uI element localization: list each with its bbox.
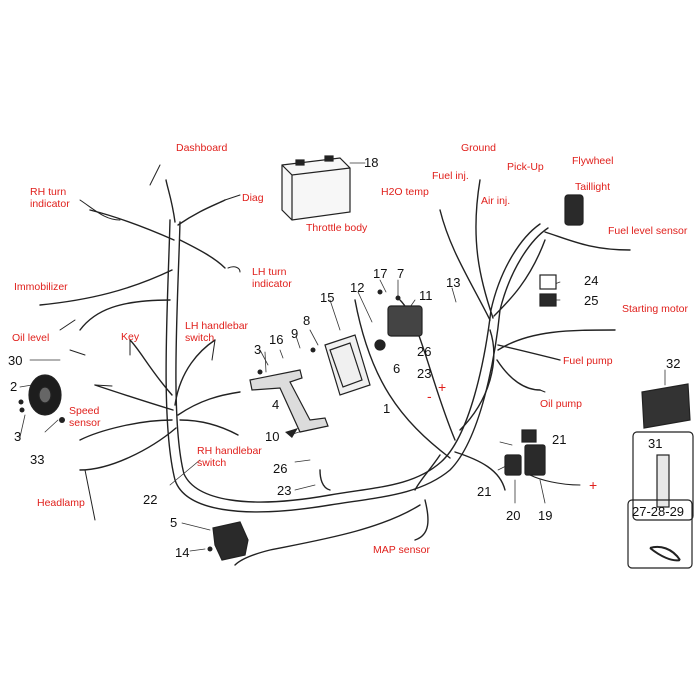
switch-part [212, 521, 249, 561]
label-h2o-temp: H2O temp [381, 186, 429, 198]
relay-24-25 [539, 274, 557, 307]
label-map-sensor: MAP sensor [373, 544, 430, 556]
part-number-21-left: 21 [477, 484, 492, 499]
part-number-3-left: 3 [14, 429, 22, 444]
label-rh-handlebar-switch: RH handlebar switch [197, 445, 262, 469]
relay-parts [504, 429, 546, 476]
label-taillight: Taillight [575, 181, 611, 193]
part-number-20: 20 [506, 508, 521, 523]
part-number-26-right: 26 [417, 344, 432, 359]
label-lh-turn-indicator: LH turn indicator [252, 266, 292, 290]
label-fuel-inj: Fuel inj. [432, 170, 469, 182]
taillight-connector [564, 194, 584, 226]
leader-lines [19, 162, 666, 552]
label-fuel-pump: Fuel pump [563, 355, 613, 367]
label-plus-relay: + [589, 477, 598, 493]
horn-part [28, 374, 62, 416]
part-number-7: 7 [397, 266, 405, 281]
part-number-22: 22 [143, 492, 158, 507]
label-throttle-body: Throttle body [306, 222, 368, 234]
part-number-2: 2 [10, 379, 18, 394]
part-number-16: 16 [269, 332, 284, 347]
label-minus: - [427, 388, 432, 404]
part-number-1: 1 [383, 401, 391, 416]
part-number-19: 19 [538, 508, 553, 523]
inset-boxes [627, 383, 694, 569]
label-immobilizer: Immobilizer [14, 281, 68, 293]
part-number-23-left: 23 [277, 483, 292, 498]
part-number-15: 15 [320, 290, 335, 305]
part-number-23-right: 23 [417, 366, 432, 381]
part-number-33: 33 [30, 452, 45, 467]
part-number-3-top: 3 [254, 342, 262, 357]
label-diag: Diag [242, 192, 264, 204]
bracket-part [249, 369, 329, 433]
label-plus: + [438, 379, 447, 395]
label-speed-sensor: Speed sensor [69, 405, 101, 429]
part-number-12: 12 [350, 280, 365, 295]
part-number-6: 6 [393, 361, 401, 376]
label-dashboard: Dashboard [176, 142, 228, 154]
screws [18, 289, 401, 552]
label-flywheel: Flywheel [572, 155, 614, 167]
part-number-11: 11 [419, 288, 433, 303]
part-number-5: 5 [170, 515, 178, 530]
part-number-9: 9 [291, 326, 299, 341]
label-ground: Ground [461, 142, 497, 154]
part-number-32: 32 [666, 356, 681, 371]
ecu-part [324, 334, 371, 396]
main-harness [39, 179, 631, 566]
part-number-10: 10 [265, 429, 280, 444]
label-pick-up: Pick-Up [507, 161, 544, 173]
label-starting-motor: Starting motor [622, 303, 688, 315]
part-number-14: 14 [175, 545, 190, 560]
part-number-27-28-29: 27-28-29 [632, 504, 685, 519]
battery-part [281, 155, 351, 221]
label-key: Key [121, 331, 140, 343]
part-number-13: 13 [446, 275, 461, 290]
label-oil-level: Oil level [12, 332, 50, 344]
part-number-26-left: 26 [273, 461, 288, 476]
label-air-inj: Air inj. [481, 195, 511, 207]
part-number-30: 30 [8, 353, 23, 368]
label-lh-handlebar-switch: LH handlebar switch [185, 320, 249, 344]
label-rh-turn-indicator: RH turn indicator [30, 186, 70, 210]
part-number-25: 25 [584, 293, 599, 308]
part-number-21-top: 21 [552, 432, 567, 447]
part-number-4: 4 [272, 397, 280, 412]
coil-part [374, 305, 423, 351]
part-number-8: 8 [303, 313, 311, 328]
connector-leads [59, 164, 581, 521]
label-fuel-level-sensor: Fuel level sensor [608, 225, 688, 237]
part-number-18: 18 [364, 155, 379, 170]
part-number-17: 17 [373, 266, 388, 281]
label-headlamp: Headlamp [37, 497, 85, 509]
part-number-24: 24 [584, 273, 599, 288]
part-number-31: 31 [648, 436, 663, 451]
label-oil-pump: Oil pump [540, 398, 583, 410]
